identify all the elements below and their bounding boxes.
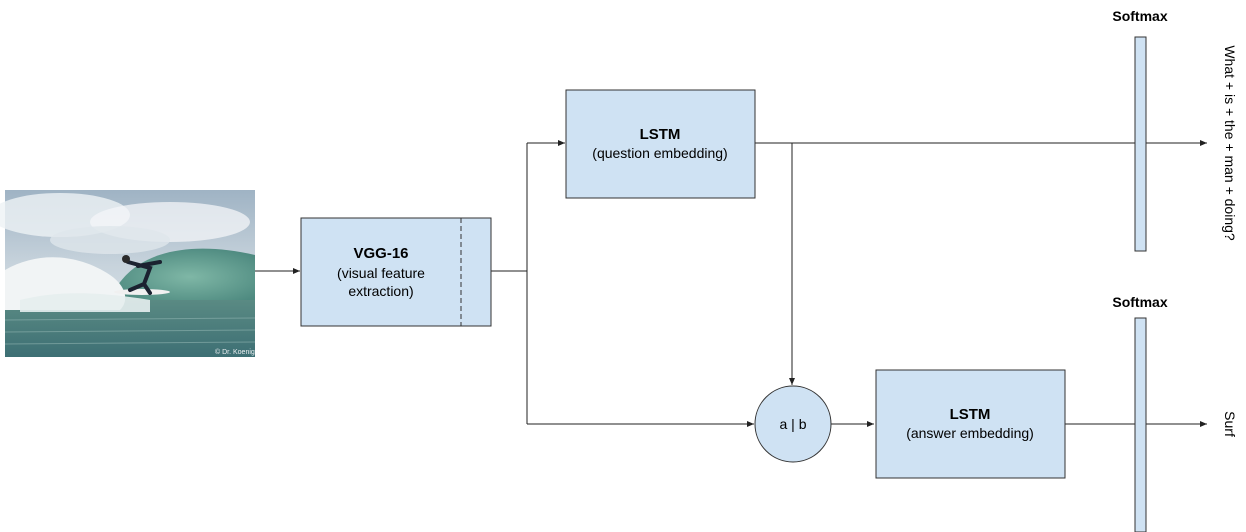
lstm-question-box: LSTM (question embedding) — [565, 89, 756, 199]
vgg16-subtitle-line2: extraction) — [348, 283, 413, 299]
concat-node: a | b — [754, 385, 832, 463]
question-output-text: What + is + the + man + doing? — [1222, 45, 1238, 241]
lstm-answer-title: LSTM — [950, 406, 991, 423]
vgg16-box: VGG-16 (visual feature extraction) — [300, 217, 492, 327]
answer-output-text: Surf — [1222, 411, 1238, 437]
lstm-question-subtitle: (question embedding) — [592, 145, 727, 161]
lstm-question-title: LSTM — [640, 126, 681, 143]
softmax-top: Softmax — [1112, 8, 1168, 252]
softmax-top-label: Softmax — [1112, 8, 1167, 24]
softmax-bottom-label: Softmax — [1112, 294, 1167, 310]
vgg16-title: VGG-16 — [353, 245, 408, 262]
photo-watermark: © Dr. Koenig — [215, 348, 255, 356]
lstm-answer-box: LSTM (answer embedding) — [875, 369, 1066, 479]
surfer-photo: © Dr. Koenig — [0, 190, 256, 357]
softmax-bottom: Softmax — [1112, 294, 1168, 532]
concat-label: a | b — [780, 416, 807, 432]
lstm-answer-subtitle: (answer embedding) — [906, 425, 1034, 441]
vgg16-subtitle-line1: (visual feature — [337, 265, 425, 281]
